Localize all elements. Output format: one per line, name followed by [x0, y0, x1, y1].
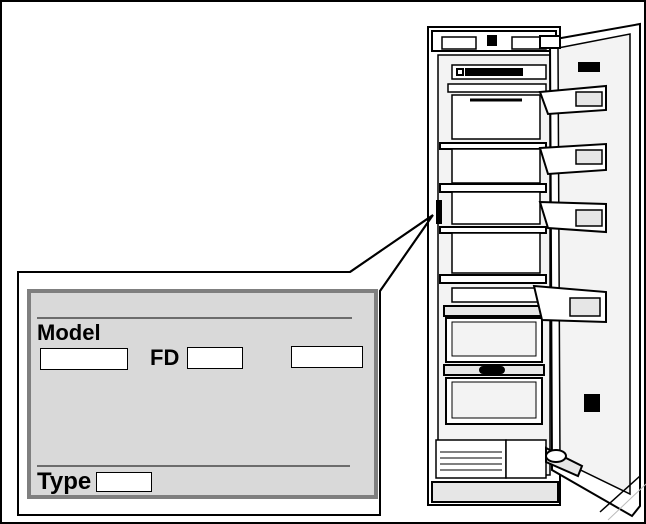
fd-label: FD [150, 345, 180, 370]
door-bin [538, 142, 607, 176]
door-bin [538, 200, 607, 234]
shelf [439, 183, 547, 193]
model-number-box [40, 348, 128, 370]
plinth [431, 481, 559, 503]
fd-number-box [187, 347, 243, 369]
model-label: Model [37, 320, 101, 345]
shelf [439, 226, 547, 234]
bottom-vent [435, 439, 507, 479]
type-number-box [96, 472, 152, 492]
refrigerator [427, 26, 561, 506]
fridge-door [532, 22, 641, 518]
type-label: Type [37, 468, 92, 495]
rating-plate-marker [436, 200, 442, 224]
shelf [439, 142, 547, 150]
rating-plate [27, 289, 378, 499]
shelf [439, 274, 547, 284]
drawer [443, 305, 545, 317]
door-bin [538, 84, 607, 116]
door-bin [532, 284, 607, 324]
callout-pointer [349, 214, 434, 292]
serial-number-box [291, 346, 363, 368]
